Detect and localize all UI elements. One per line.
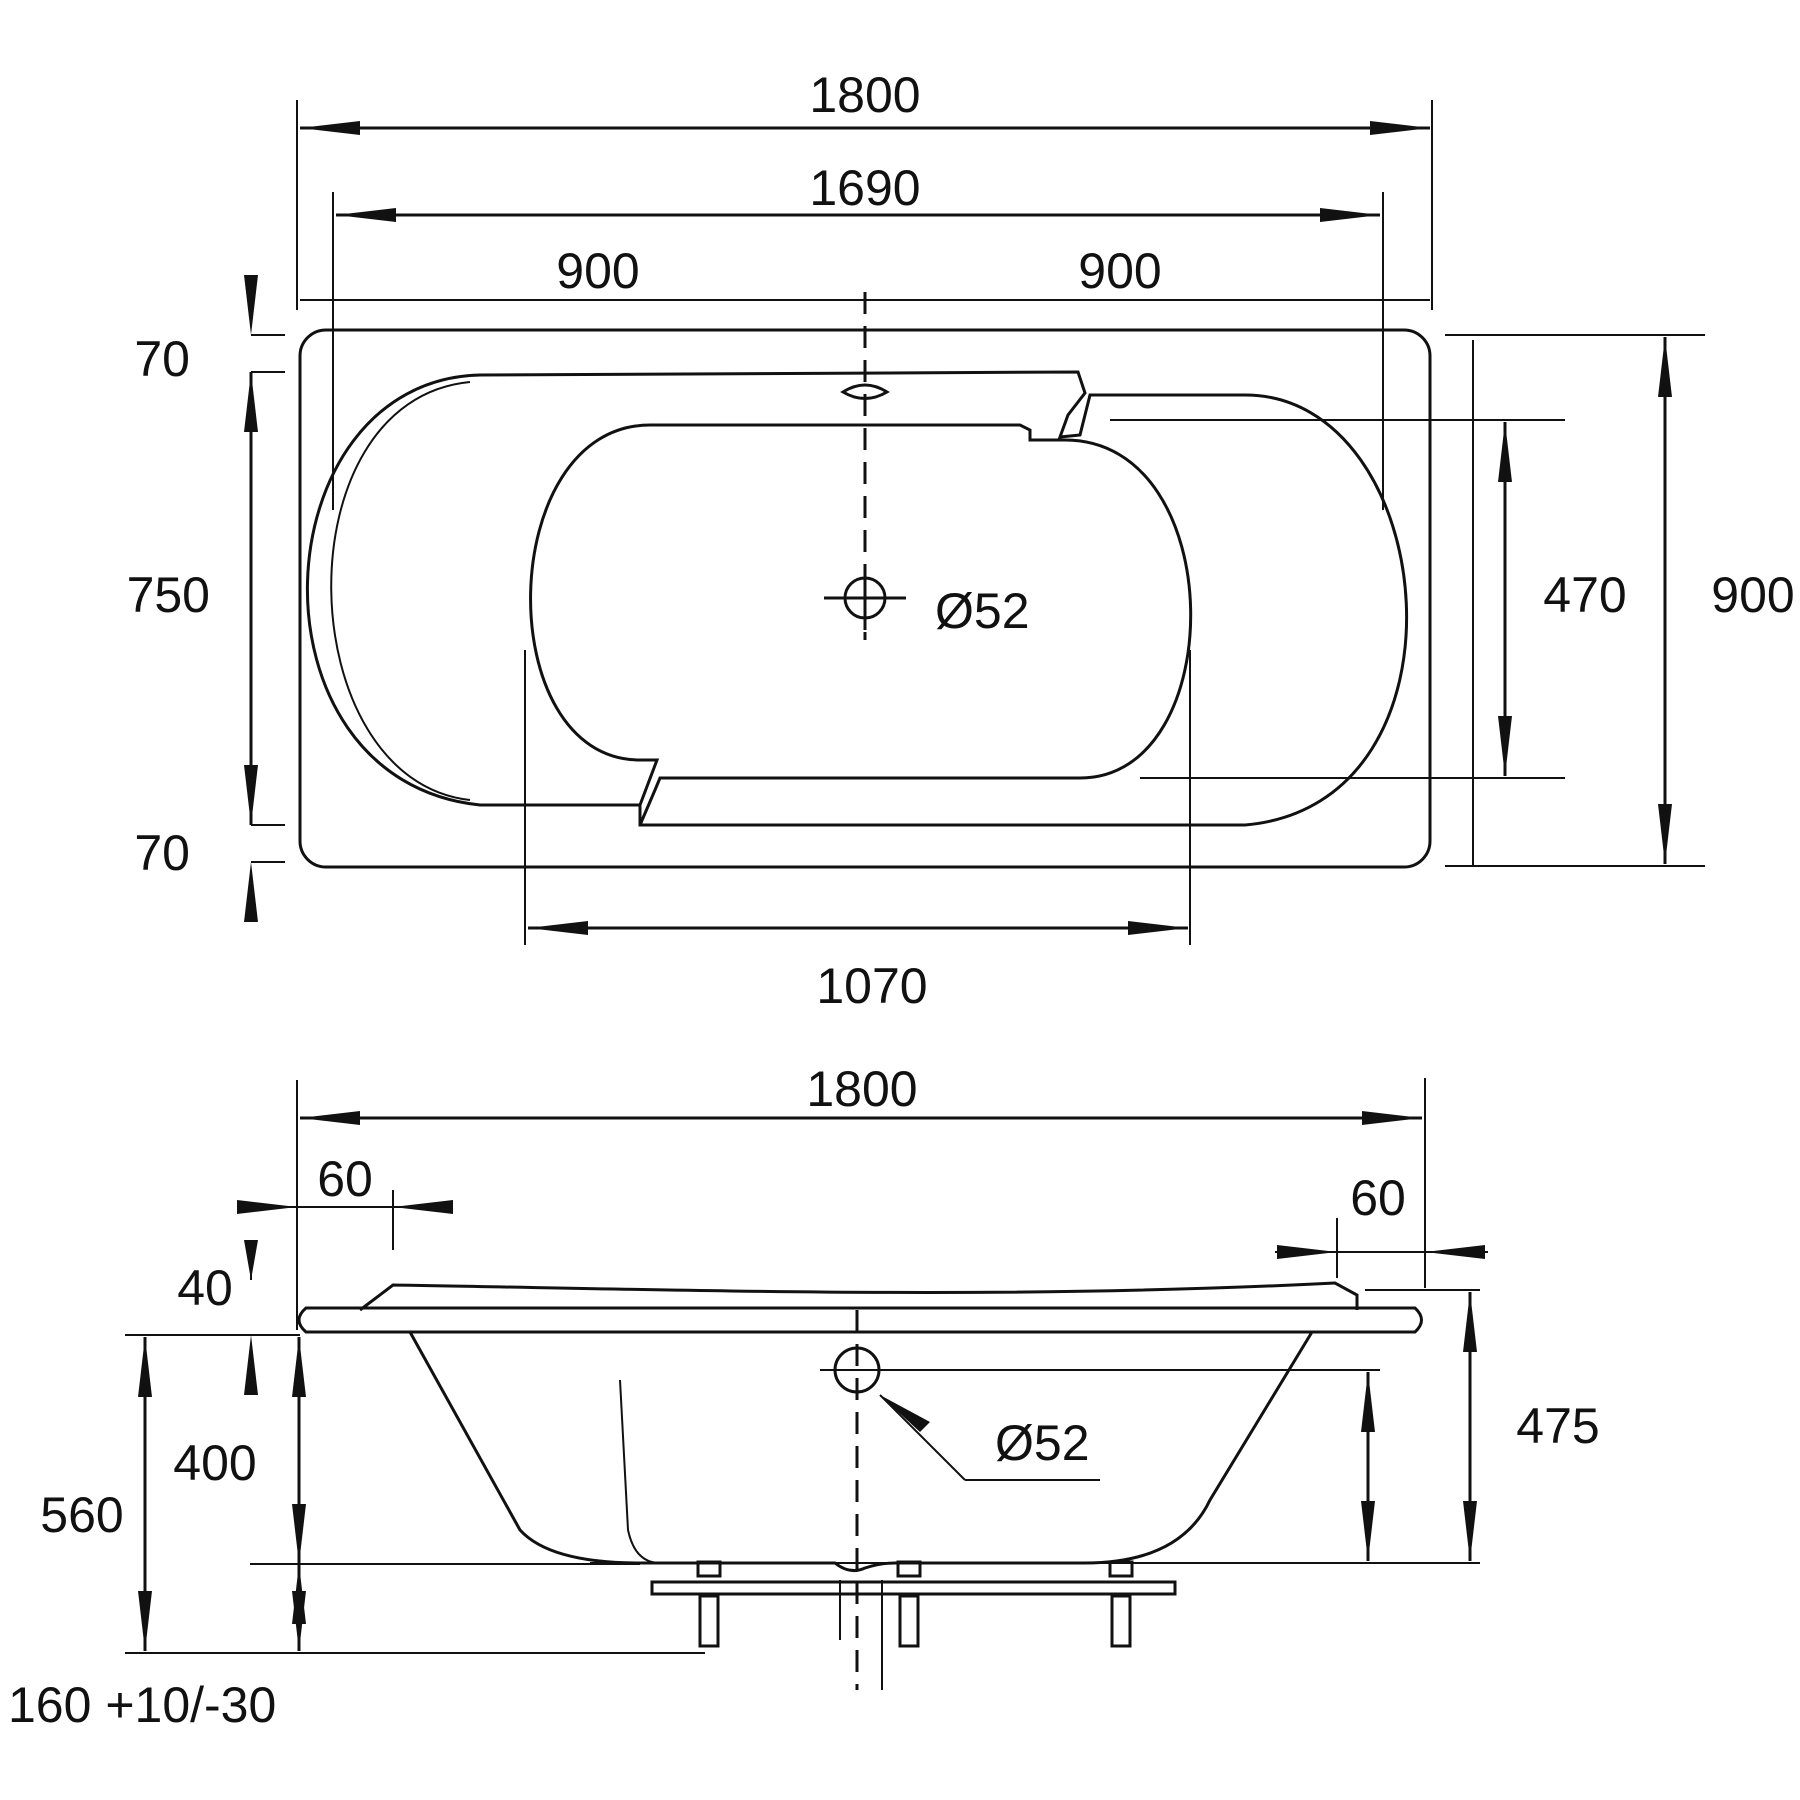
leader-line <box>879 1394 966 1481</box>
top-view: 1800 1690 900 900 Ø52 <box>127 67 1795 1014</box>
leg <box>1110 1594 1132 1648</box>
leg-mount <box>896 1560 922 1578</box>
arrow-head <box>1370 121 1430 135</box>
arrow-head <box>244 862 258 922</box>
overflow-slot <box>840 383 890 400</box>
arrow-head <box>1658 804 1672 864</box>
arrow-head <box>292 1591 306 1651</box>
dim-overall-length: 1800 <box>809 67 920 123</box>
dim-rim-height: 40 <box>177 1260 233 1316</box>
dim-depth: 400 <box>173 1435 256 1491</box>
tub-outer-rim <box>298 328 1432 869</box>
arrow-head <box>300 1111 360 1125</box>
dim-inner-length: 1690 <box>809 160 920 216</box>
dim-half-left: 900 <box>556 243 639 299</box>
dim-inner-width: 750 <box>127 567 210 623</box>
arrow-head <box>1463 1292 1477 1352</box>
dim-side-overall-length: 1800 <box>806 1061 917 1117</box>
arrow-head <box>1361 1372 1375 1432</box>
tub-body <box>408 1331 1314 1573</box>
support-frame <box>650 1580 1177 1596</box>
tub-rim-top <box>359 1281 1359 1312</box>
arrow-head <box>244 765 258 825</box>
dim-leg-height: 160 +10/-30 <box>8 1677 276 1733</box>
arrow-head <box>138 1591 152 1651</box>
arrow-head <box>1277 1245 1337 1259</box>
arrow-head <box>1320 208 1380 222</box>
tub-inner-edge <box>619 1379 661 1564</box>
dim-floor-width: 470 <box>1543 567 1626 623</box>
arrow-head <box>528 921 588 935</box>
arrow-head <box>292 1337 306 1397</box>
side-view: 1800 60 60 Ø52 <box>8 1061 1600 1733</box>
dim-rim-bottom: 70 <box>134 825 190 881</box>
basin-lip <box>330 381 471 801</box>
basin-outline <box>306 370 1409 827</box>
arrow-head <box>1425 1245 1485 1259</box>
basin-floor <box>529 423 1193 826</box>
drain-label: Ø52 <box>935 583 1030 639</box>
tub-rim <box>297 1306 1423 1334</box>
leg-mount <box>696 1560 722 1578</box>
arrow-head <box>1362 1111 1422 1125</box>
leg <box>698 1594 720 1648</box>
arrow-head <box>393 1200 453 1214</box>
arrow-head <box>1463 1501 1477 1561</box>
arrow-head <box>1128 921 1188 935</box>
dim-right-rim: 60 <box>1350 1170 1406 1226</box>
arrow-head <box>1498 422 1512 482</box>
arrow-head <box>1498 716 1512 776</box>
leg <box>898 1594 920 1648</box>
arrow-head <box>292 1504 306 1564</box>
arrow-head <box>880 1395 930 1432</box>
dim-bottom-length: 1070 <box>816 958 927 1014</box>
dim-overall-width: 900 <box>1711 567 1794 623</box>
arrow-head <box>244 1335 258 1395</box>
dim-total-height: 560 <box>40 1487 123 1543</box>
arrow-head <box>138 1337 152 1397</box>
arrow-head <box>1658 337 1672 397</box>
dim-rim-top: 70 <box>134 331 190 387</box>
dim-left-rim: 60 <box>317 1151 373 1207</box>
arrow-head <box>336 208 396 222</box>
overflow-label: Ø52 <box>995 1415 1090 1471</box>
arrow-head <box>300 121 360 135</box>
arrow-head <box>1361 1501 1375 1561</box>
dim-half-right: 900 <box>1078 243 1161 299</box>
arrow-head <box>244 275 258 335</box>
dim-inner-depth: 475 <box>1516 1398 1599 1454</box>
leg-mount <box>1108 1560 1134 1578</box>
arrow-head <box>237 1200 297 1214</box>
